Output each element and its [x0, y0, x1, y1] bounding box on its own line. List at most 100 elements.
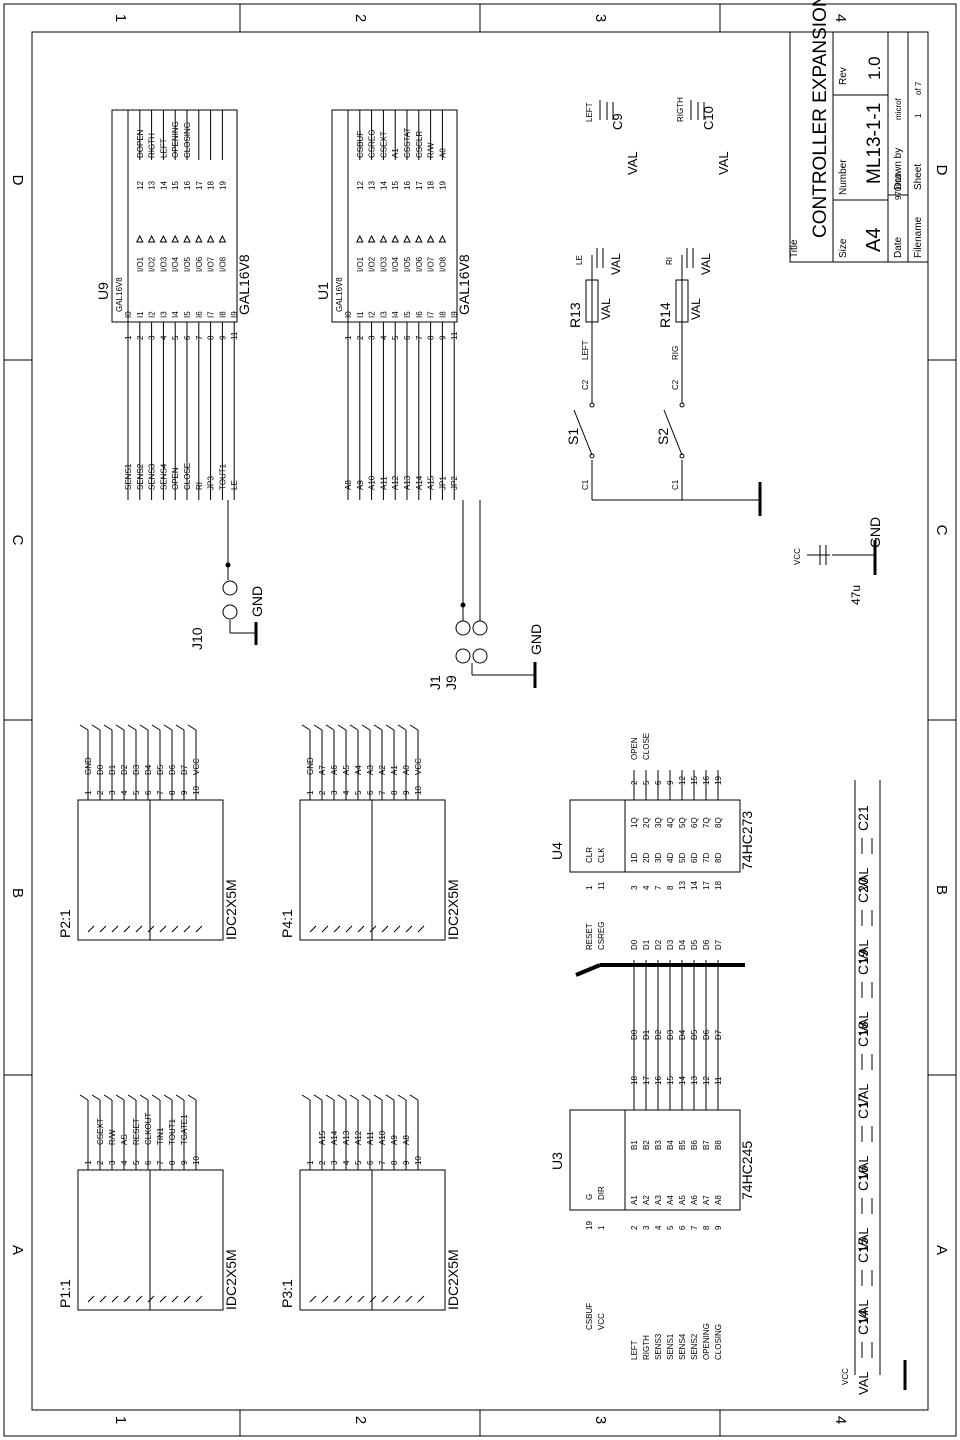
p2-bus-entry	[91, 724, 101, 731]
u3-b-name: B2	[642, 1140, 651, 1150]
j1-ref: J1	[427, 675, 443, 690]
zone-bottom-4: 4	[832, 1416, 849, 1424]
cap47-gnd: GND	[867, 517, 883, 548]
p3-bus-entry	[313, 1094, 323, 1101]
decoupling-cap-value: VAL	[856, 1227, 871, 1251]
p4-pin-mark	[417, 925, 425, 933]
resistor-value: VAL	[599, 298, 613, 320]
u1-type: GAL16V8	[456, 254, 472, 315]
u4-d-pin: 13	[678, 881, 687, 890]
u3-a-name: A7	[702, 1195, 711, 1205]
p3-pin-mark	[405, 1295, 413, 1303]
filename-label: Filename	[913, 216, 924, 258]
p4-bus-entry	[337, 724, 347, 731]
switch-c1: C1	[671, 479, 680, 490]
u9-out-net: DOPEN	[136, 129, 145, 158]
p4-pin-mark	[309, 925, 317, 933]
date-label: Date	[893, 236, 904, 258]
u1-in-name: I0	[344, 311, 353, 318]
decoupling-cap-value: VAL	[856, 1011, 871, 1035]
p4-pin-mark	[321, 925, 329, 933]
p1-pin-mark	[195, 1295, 203, 1303]
u9-out-arrow	[183, 234, 191, 243]
u9-out-name: I/O7	[207, 256, 216, 272]
zone-right-D: D	[933, 165, 950, 176]
u1-out-pin: 16	[403, 181, 412, 190]
u9-out-arrow	[135, 234, 144, 243]
u9-out-pin: 17	[195, 181, 204, 190]
u3-type: 74HC245	[739, 1141, 755, 1200]
u1-in-name: I3	[379, 311, 388, 318]
zone-left-C: C	[9, 535, 26, 546]
p2-pin-mark	[171, 925, 179, 933]
u4-d-name: 5D	[678, 853, 687, 863]
u9-out-arrow	[159, 234, 168, 243]
j1-node	[460, 602, 466, 608]
u4-d-net: D1	[642, 939, 651, 950]
j1-gnd-label: GND	[528, 624, 544, 655]
u1-out-pin: 17	[415, 181, 424, 190]
switch-ref: S2	[655, 428, 671, 445]
cap-net: RIGTH	[676, 97, 685, 122]
u4-body	[569, 799, 741, 873]
p4-bus-entry	[349, 724, 359, 731]
u1-out-pin: 14	[379, 181, 388, 190]
zone-right-C: C	[933, 525, 950, 536]
u1-out-arrow	[403, 234, 411, 243]
u3-a-pin: 3	[642, 1225, 651, 1230]
j9-pin-2	[472, 648, 488, 664]
u1-out-net: CSCLR	[415, 131, 424, 158]
u4-q-name: 4Q	[666, 817, 675, 828]
p3-bus-entry	[349, 1094, 359, 1101]
size-value: A4	[863, 228, 885, 252]
switch-lever	[573, 409, 593, 456]
u1-out-net: CSSTAT	[403, 128, 412, 158]
p2-pin-mark	[135, 925, 143, 933]
p2-pin-mark	[159, 925, 167, 933]
p4-bus-entry	[373, 724, 383, 731]
zone-bottom-1: 1	[112, 1416, 129, 1424]
u3-b-name: B7	[702, 1140, 711, 1150]
p1-type: IDC2X5M	[223, 1249, 239, 1310]
p1-pin-mark	[147, 1295, 155, 1303]
switch-net: RIG	[671, 346, 680, 360]
decoupling-cap-value: VAL	[856, 1299, 871, 1323]
u4-d-name: 3D	[654, 853, 663, 863]
u4-d-net: D6	[702, 939, 711, 950]
switch-lever	[663, 409, 683, 456]
cap47-value: 47u	[849, 585, 863, 605]
u3-a-name: A4	[666, 1195, 675, 1205]
u1-out-pin: 18	[427, 181, 436, 190]
cap-value: VAL	[609, 253, 623, 275]
decoupling-cap-ref: C19	[855, 949, 871, 975]
decoupling-cap-value: VAL	[856, 1155, 871, 1179]
p4-bus-entry	[361, 724, 371, 731]
u1-out-pin: 15	[391, 181, 400, 190]
p2-bus-entry	[115, 724, 125, 731]
p3-type: IDC2X5M	[445, 1249, 461, 1310]
u3-a-name: A6	[690, 1195, 699, 1205]
p3-bus-entry	[373, 1094, 383, 1101]
u4-q-name: 2Q	[642, 817, 651, 828]
u4-q-name: 7Q	[702, 817, 711, 828]
u1-out-net: A1	[391, 148, 400, 158]
p3-ref: P3:1	[279, 1279, 295, 1308]
decoupling-cap-ref: C17	[855, 1093, 871, 1119]
u4-q-name: 8Q	[714, 817, 723, 828]
u4-type: 74HC273	[739, 811, 755, 870]
u4-d-net: D5	[690, 939, 699, 950]
p1-pin-mark	[135, 1295, 143, 1303]
u4-q-net: CLOSE	[642, 733, 651, 760]
u9-out-name: I/O8	[218, 256, 227, 272]
u9-out-arrow	[194, 234, 203, 243]
u3-a-net: CLOSING	[714, 1324, 723, 1360]
p3-bus-entry	[361, 1094, 371, 1101]
p4-pin-mark	[357, 925, 365, 933]
u1-out-name: I/O3	[379, 256, 388, 272]
p4-bus-entry	[325, 724, 335, 731]
